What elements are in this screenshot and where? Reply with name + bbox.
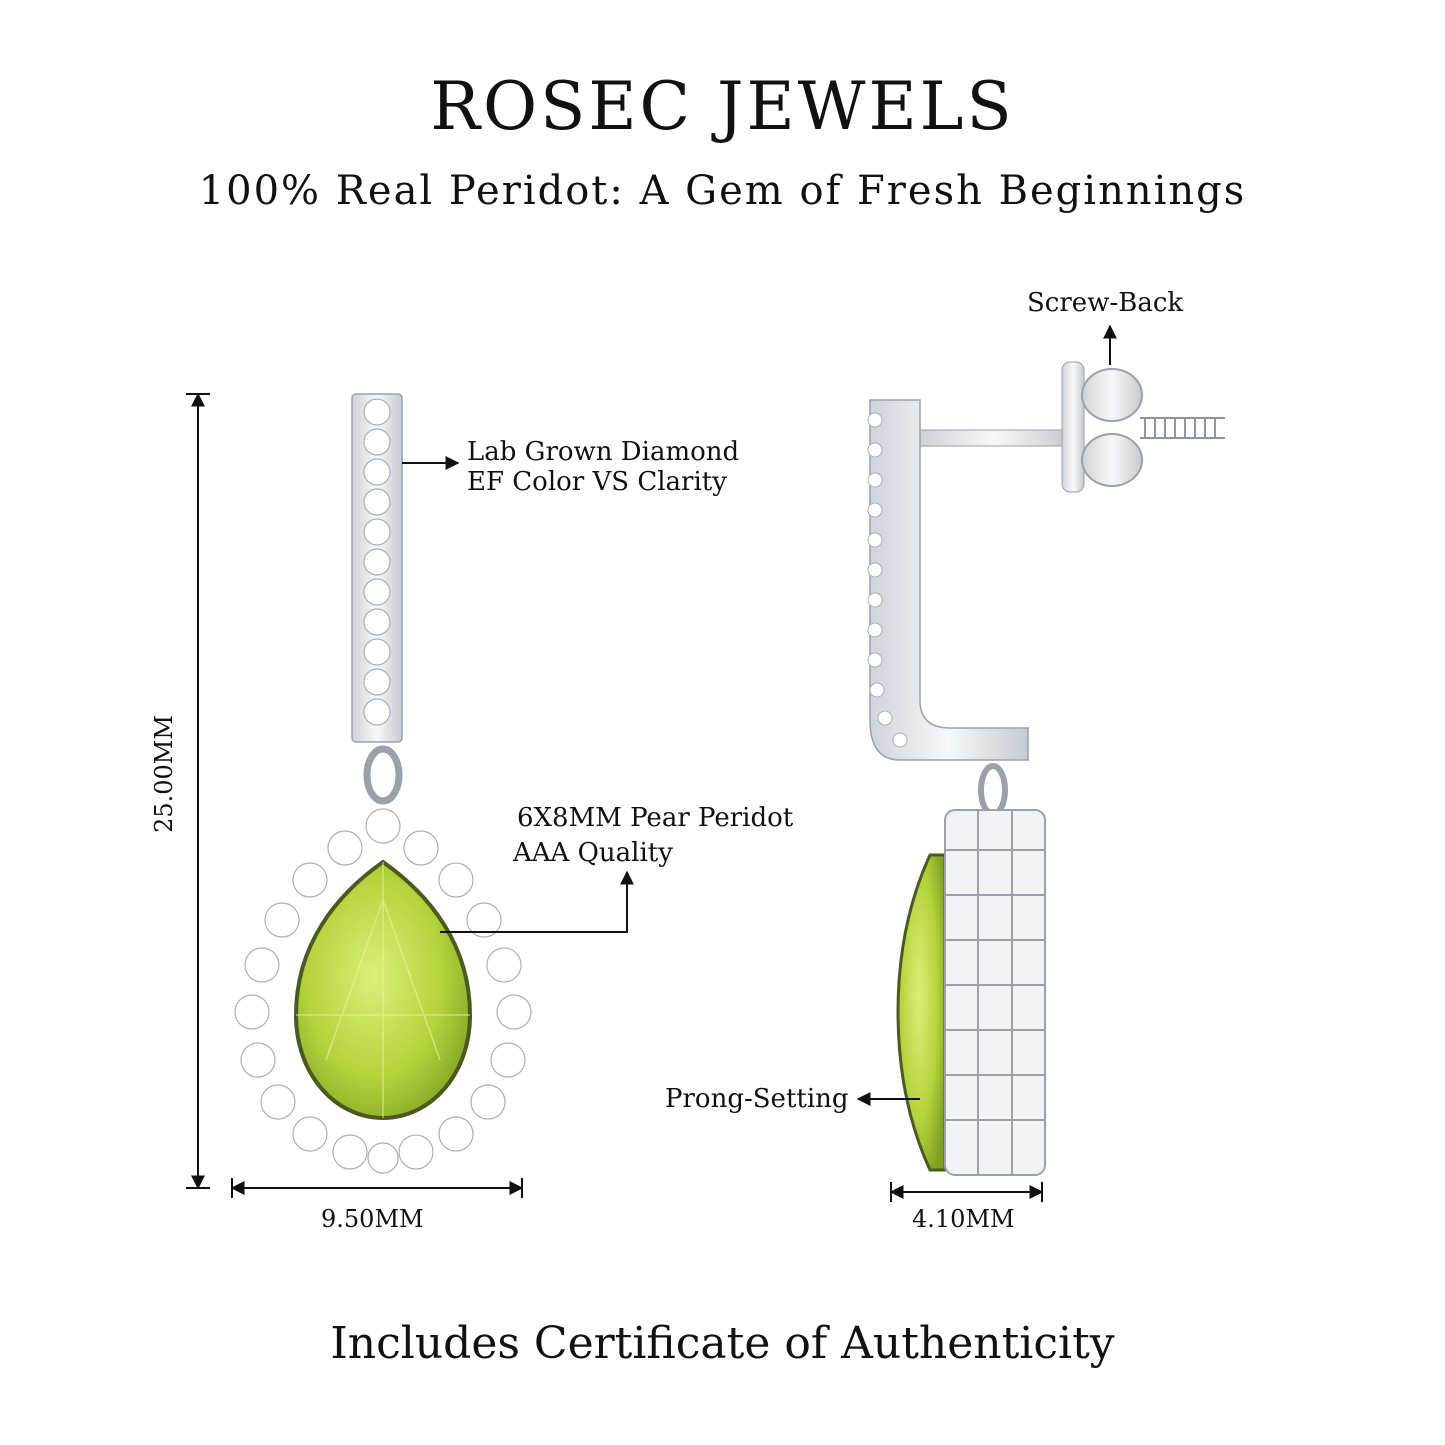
bar-diamonds: [363, 398, 391, 726]
peridot-label-line2: AAA Quality: [513, 838, 673, 868]
height-dimension-label: 25.00MM: [149, 715, 178, 833]
side-peridot: [896, 853, 947, 1172]
prong-setting-label: Prong-Setting: [665, 1084, 849, 1114]
screw-disc: [1061, 361, 1085, 493]
side-width-label: 4.10MM: [912, 1205, 1015, 1233]
screw-back-label: Screw-Back: [1027, 288, 1184, 318]
bail: [363, 745, 403, 805]
brand-title: ROSEC JEWELS: [430, 68, 1015, 145]
certificate-note: Includes Certificate of Authenticity: [330, 1318, 1115, 1369]
halo-diamonds: [234, 808, 532, 1174]
j-hook: [869, 399, 1029, 761]
side-diamonds: [867, 412, 908, 748]
front-width-label: 9.50MM: [321, 1205, 424, 1233]
side-earring: [867, 361, 1225, 1176]
front-earring: [234, 393, 532, 1174]
peridot-label-line1: 6X8MM Pear Peridot: [517, 803, 794, 833]
screw-butterfly-bottom: [1081, 433, 1143, 487]
tagline: 100% Real Peridot: A Gem of Fresh Beginn…: [198, 168, 1247, 214]
diamond-label-line2: EF Color VS Clarity: [467, 467, 727, 497]
post: [919, 429, 1071, 447]
screw-butterfly-top: [1081, 368, 1143, 422]
halo-gallery: [944, 809, 1046, 1176]
thread: [1140, 417, 1225, 439]
diamond-label-line1: Lab Grown Diamond: [467, 437, 740, 467]
